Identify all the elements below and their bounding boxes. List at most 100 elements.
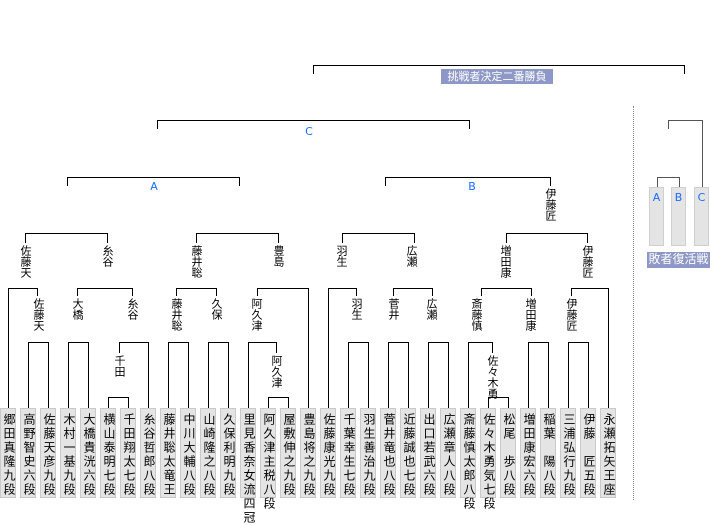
bracket-line	[25, 233, 108, 243]
bracket-line	[393, 288, 433, 296]
bracket-line	[571, 288, 609, 408]
bracket-line	[67, 177, 240, 186]
result-label: 菅井	[387, 298, 400, 320]
bracket-line	[348, 342, 369, 408]
bracket-line	[506, 233, 588, 243]
final-match-label: 挑戦者決定二番勝負	[441, 69, 553, 84]
result-label: 千田	[113, 355, 126, 377]
group-b-label: B	[468, 180, 476, 193]
bracket-line	[428, 342, 449, 408]
player-box: 糸谷哲郎八段	[140, 408, 156, 498]
result-label: 羽生	[350, 298, 363, 320]
player-name: 広瀬章人八段	[442, 413, 456, 497]
player-box: 木村一基九段	[60, 408, 76, 498]
player-name: 羽生善治九段	[362, 413, 376, 497]
result-label: 阿久津	[270, 355, 283, 388]
player-box: 斎藤慎太郎八段	[460, 408, 476, 511]
player-box: 屋敷伸之九段	[280, 408, 296, 498]
bracket-line	[168, 342, 189, 408]
bracket-line	[176, 288, 217, 296]
result-label: 藤井聡	[170, 298, 183, 331]
bracket-line	[119, 342, 149, 408]
bracket-line	[313, 65, 685, 74]
result-label: 佐藤天	[19, 245, 32, 278]
player-box: 豊島将之九段	[300, 408, 316, 498]
player-box: 大橋貴洸六段	[80, 408, 96, 498]
player-box: 佐々木勇気七段	[480, 408, 496, 511]
player-name: 佐藤天彦九段	[42, 413, 56, 497]
player-box: 横山泰明七段	[100, 408, 116, 498]
player-box: 増田康宏六段	[520, 408, 536, 498]
player-box: 伊藤 匠五段	[580, 408, 596, 498]
losers-box-label: A	[652, 191, 661, 204]
section-divider	[633, 106, 634, 500]
player-name: 千田翔太七段	[122, 413, 136, 497]
bracket-line	[488, 397, 509, 408]
result-label: 広瀬	[425, 298, 438, 320]
player-box: 松尾 歩八段	[500, 408, 516, 498]
bracket-line	[528, 342, 549, 408]
result-label: 糸谷	[101, 245, 114, 267]
player-box: 千田翔太七段	[120, 408, 136, 498]
player-box: 広瀬章人八段	[440, 408, 456, 498]
result-label: 伊藤匠	[544, 188, 557, 221]
player-name: 斎藤慎太郎八段	[462, 413, 476, 511]
player-name: 永瀬拓矢王座	[602, 413, 616, 497]
result-label: 豊島	[272, 245, 285, 267]
player-name: 郷田真隆九段	[2, 413, 16, 497]
player-name: 伊藤 匠五段	[582, 413, 596, 497]
result-label: 久保	[210, 298, 223, 320]
player-box: 千葉幸生七段	[340, 408, 356, 498]
player-box: 藤井聡太竜王	[160, 408, 176, 498]
player-box: 久保利明九段	[220, 408, 236, 498]
losers-box-a: A	[649, 187, 664, 246]
result-label: 増田康	[499, 245, 512, 278]
player-name: 佐々木勇気七段	[482, 413, 496, 511]
player-name: 久保利明九段	[222, 413, 236, 497]
bracket-line	[342, 233, 415, 243]
losers-box-label: B	[674, 191, 683, 204]
bracket-line	[157, 120, 470, 129]
result-label: 佐藤天	[32, 298, 45, 331]
player-name: 豊島将之九段	[302, 413, 316, 497]
player-name: 出口若武六段	[422, 413, 436, 497]
bracket-line	[268, 397, 289, 408]
bracket-line	[657, 177, 680, 187]
result-label: 藤井聡	[190, 245, 203, 278]
player-name: 松尾 歩八段	[502, 413, 516, 497]
player-box: 中川大輔八段	[180, 408, 196, 498]
result-label: 伊藤匠	[581, 245, 594, 278]
player-name: 菅井竜也八段	[382, 413, 396, 497]
player-box: 阿久津主税八段	[260, 408, 276, 511]
player-box: 佐藤天彦九段	[40, 408, 56, 498]
group-a-label: A	[150, 180, 158, 193]
player-name: 山崎隆之八段	[202, 413, 216, 497]
result-label: 阿久津	[250, 298, 263, 331]
player-name: 木村一基九段	[62, 413, 76, 497]
bracket-line	[77, 288, 133, 296]
bracket-line	[481, 288, 532, 296]
player-name: 近藤誠也七段	[402, 413, 416, 497]
result-label: 羽生	[335, 245, 348, 267]
result-label: 斎藤慎	[470, 298, 483, 331]
bracket-line	[68, 342, 89, 408]
result-label: 増田康	[524, 298, 537, 331]
player-box: 佐藤康光九段	[320, 408, 336, 498]
losers-box-c: C	[694, 187, 709, 246]
player-box: 菅井竜也八段	[380, 408, 396, 498]
player-name: 大橋貴洸六段	[82, 413, 96, 497]
player-box: 稲葉 陽八段	[540, 408, 556, 498]
player-name: 高野智史六段	[22, 413, 36, 497]
player-name: 佐藤康光九段	[322, 413, 336, 497]
player-box: 羽生善治九段	[360, 408, 376, 498]
losers-box-label: C	[697, 191, 706, 204]
player-box: 永瀬拓矢王座	[600, 408, 616, 498]
bracket-line	[668, 120, 703, 187]
player-name: 横山泰明七段	[102, 413, 116, 497]
losers-bracket-label: 敗者復活戦	[647, 252, 710, 268]
result-label: 伊藤匠	[565, 298, 578, 331]
player-box: 里見香奈女流四冠	[240, 408, 256, 525]
bracket-line	[196, 233, 279, 243]
result-label: 大橋	[71, 298, 84, 320]
player-box: 三浦弘行九段	[560, 408, 576, 498]
